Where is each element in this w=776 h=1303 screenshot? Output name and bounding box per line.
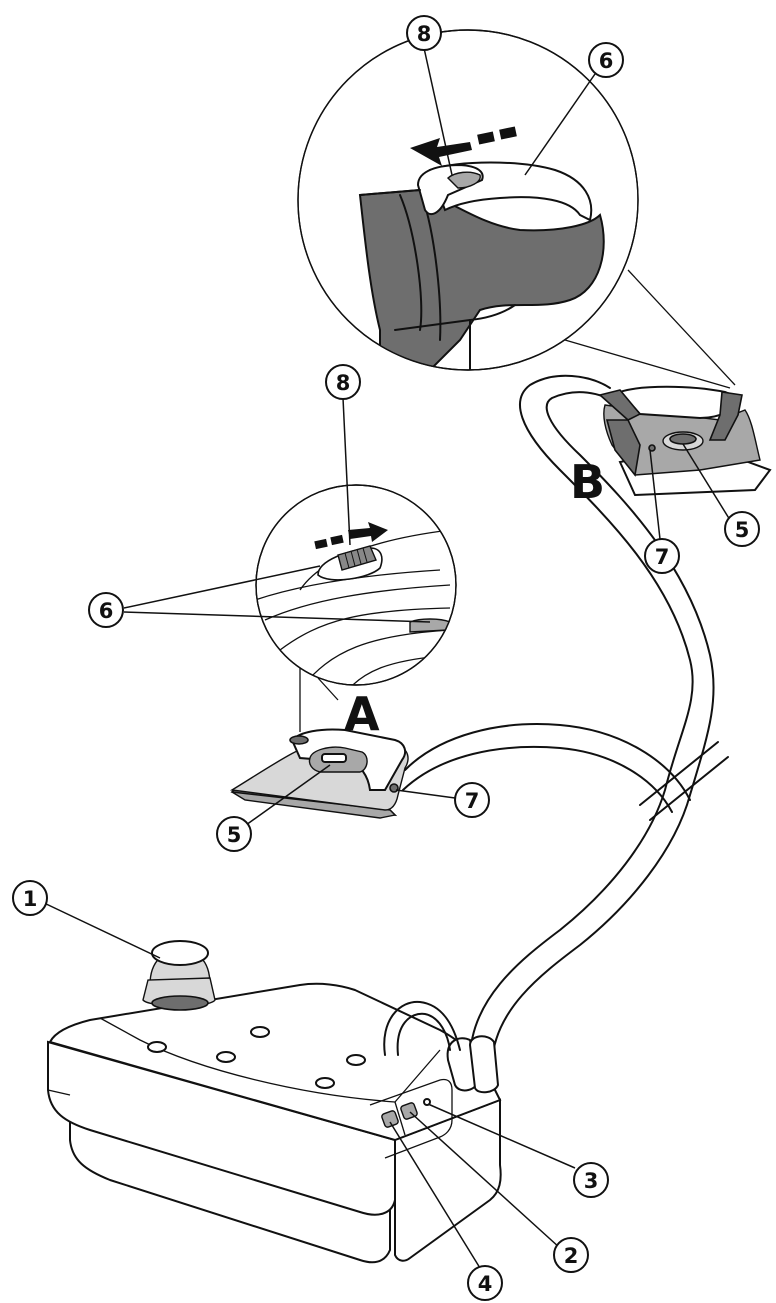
callout-label: 1 (23, 887, 38, 911)
leader-lines (41, 47, 731, 1269)
callout-label: 6 (599, 49, 614, 73)
callout-6-magnifier-a: 6 (88, 592, 124, 628)
iron-a (229, 728, 409, 819)
callout-4: 4 (467, 1265, 503, 1301)
callout-label: 2 (564, 1244, 579, 1268)
callout-label: 7 (465, 789, 480, 813)
callout-3: 3 (573, 1162, 609, 1198)
callout-label: 8 (417, 22, 432, 46)
callout-8-magnifier-b: 8 (406, 15, 442, 51)
callout-label: 5 (227, 823, 242, 847)
magnifier-b (297, 29, 736, 389)
letter-a: A (344, 687, 380, 741)
callout-7-iron-a: 7 (454, 782, 490, 818)
callout-label: 7 (655, 545, 670, 569)
callout-2: 2 (553, 1237, 589, 1273)
callout-5-iron-b: 5 (724, 511, 760, 547)
iron-b (598, 385, 772, 497)
callout-5-iron-a: 5 (216, 816, 252, 852)
callout-8-magnifier-a: 8 (325, 364, 361, 400)
hose-to-iron-a (402, 723, 691, 813)
steam-generator-base (47, 940, 502, 1264)
callout-label: 3 (584, 1169, 599, 1193)
callout-label: 5 (735, 518, 750, 542)
hose-to-iron-b (469, 374, 715, 1063)
letter-b: B (570, 455, 605, 509)
callout-7-iron-b: 7 (644, 538, 680, 574)
callout-label: 4 (478, 1272, 493, 1296)
callout-label: 6 (99, 599, 114, 623)
callout-label: 8 (336, 371, 351, 395)
callout-1: 1 (12, 880, 48, 916)
hose-break-mark (639, 741, 729, 821)
callout-6-magnifier-b: 6 (588, 42, 624, 78)
